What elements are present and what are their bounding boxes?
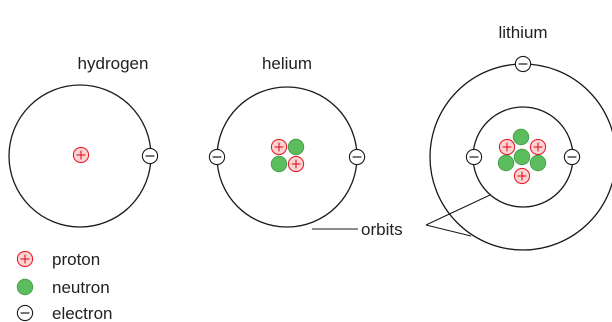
lithium-electron (514, 55, 532, 73)
lithium-neutron (497, 154, 515, 172)
helium-atom: helium (208, 54, 366, 228)
hydrogen-label: hydrogen (78, 54, 149, 73)
lithium-proton (529, 138, 547, 156)
hydrogen-proton (72, 146, 90, 164)
helium-electron (208, 148, 226, 166)
helium-proton (270, 138, 288, 156)
legend-proton-label: proton (52, 250, 100, 269)
lithium-proton (498, 138, 516, 156)
leader-line-outer-orbit (425, 224, 472, 237)
lithium-neutron (529, 154, 547, 172)
lithium-neutron (513, 148, 531, 166)
helium-proton (287, 155, 305, 173)
helium-orbit (216, 86, 358, 228)
hydrogen-electron (141, 147, 159, 165)
hydrogen-atom: hydrogen (8, 54, 159, 228)
lithium-neutron (512, 128, 530, 146)
legend-proton-icon (16, 250, 34, 268)
helium-electron (348, 148, 366, 166)
lithium-electron (465, 148, 483, 166)
orbits-callout: orbits (312, 194, 491, 239)
orbits-label: orbits (361, 220, 403, 239)
lithium-label: lithium (498, 23, 547, 42)
legend-neutron-label: neutron (52, 278, 110, 297)
lithium-electron (563, 148, 581, 166)
legend-neutron-icon (16, 278, 34, 296)
legend-electron-icon (16, 304, 34, 322)
legend-electron-label: electron (52, 304, 112, 322)
leader-line-inner-orbit (425, 194, 491, 226)
helium-label: helium (262, 54, 312, 73)
lithium-proton (513, 167, 531, 185)
helium-neutron (287, 138, 305, 156)
helium-neutron (270, 155, 288, 173)
legend: proton neutron electron (16, 250, 112, 322)
lithium-atom: lithium (429, 23, 612, 251)
